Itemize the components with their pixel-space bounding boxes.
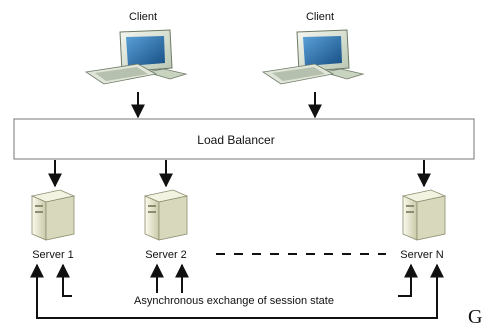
inner-exchange-bracket <box>56 263 418 297</box>
server-2: Server 2 <box>143 189 189 261</box>
server-icon <box>30 189 76 241</box>
sync-label-background <box>72 293 398 307</box>
load-balancer: Load Balancer <box>13 118 475 160</box>
server-icon <box>401 189 447 241</box>
computer-icon <box>84 29 188 85</box>
client-2-label: Client <box>306 11 334 23</box>
client-computer-2: Client <box>261 11 365 85</box>
computer-icon <box>261 29 365 85</box>
client-1-label: Client <box>129 11 157 23</box>
session-state-exchange-label: Asynchronous exchange of session state <box>134 295 334 307</box>
server-n: Server N <box>400 189 447 261</box>
server-n-label: Server N <box>400 249 443 261</box>
server-2-label: Server 2 <box>145 249 187 261</box>
load-balancer-label: Load Balancer <box>197 133 274 147</box>
client-computer-1: Client <box>84 11 188 85</box>
server-icon <box>143 189 189 241</box>
server-1: Server 1 <box>30 189 76 261</box>
server-1-label: Server 1 <box>32 249 74 261</box>
stray-letter: G <box>468 306 483 328</box>
outer-exchange-bracket <box>30 263 444 319</box>
